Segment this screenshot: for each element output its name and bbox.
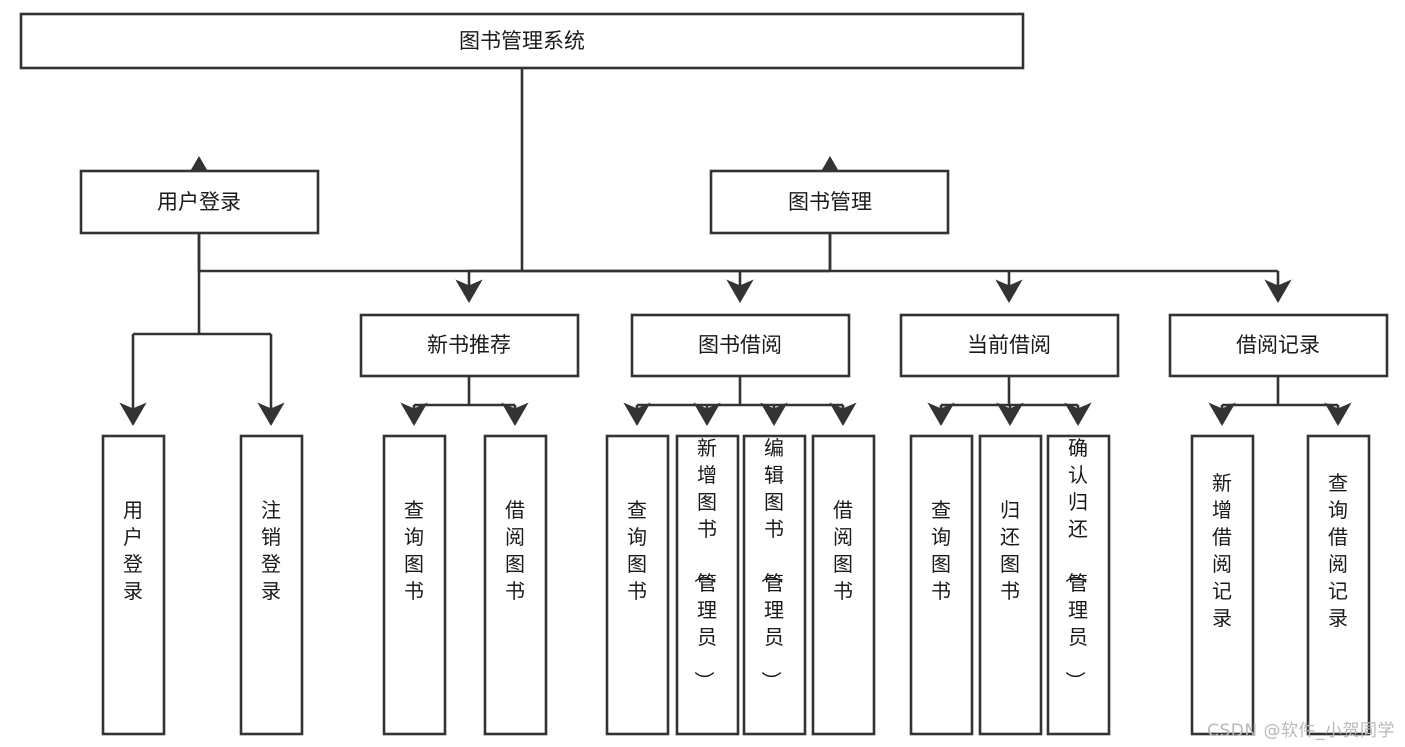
- node-leaf-query-record-box[interactable]: [1306, 434, 1371, 736]
- node-leaf-add-record[interactable]: 新增借阅记录: [1190, 434, 1255, 736]
- node-book-borrow-box[interactable]: [630, 313, 851, 378]
- watermark-text: CSDN @软件_小贺同学: [1207, 721, 1395, 741]
- node-new-book-rec[interactable]: 新书推荐: [359, 313, 580, 378]
- node-leaf-return-book[interactable]: 归还图书: [978, 434, 1043, 736]
- node-leaf-add-record-box[interactable]: [1190, 434, 1255, 736]
- node-leaf-borrow-book-1-label: 借阅图书: [505, 498, 525, 603]
- node-leaf-logout-label: 注销登录: [261, 498, 281, 603]
- node-leaf-borrow-book-2[interactable]: 借阅图书: [811, 434, 876, 736]
- node-borrow-record[interactable]: 借阅记录: [1168, 313, 1389, 378]
- node-borrow-record-box[interactable]: [1168, 313, 1389, 378]
- node-borrow-record-label: 借阅记录: [1236, 333, 1320, 357]
- node-user-login-box[interactable]: [79, 169, 320, 235]
- node-leaf-confirm-return[interactable]: 确认归还（管理员）: [1046, 434, 1111, 736]
- node-leaf-query-book-3-label: 查询图书: [931, 498, 951, 603]
- node-leaf-add-book-box[interactable]: [675, 434, 740, 736]
- node-new-book-rec-label: 新书推荐: [427, 333, 511, 357]
- node-leaf-borrow-book-1[interactable]: 借阅图书: [483, 434, 548, 736]
- node-leaf-return-book-box[interactable]: [978, 434, 1043, 736]
- node-leaf-query-book-3-box[interactable]: [909, 434, 974, 736]
- node-leaf-logout[interactable]: 注销登录: [239, 434, 304, 736]
- node-leaf-logout-box[interactable]: [239, 434, 304, 736]
- node-user-login-label: 用户登录: [157, 190, 241, 214]
- node-leaf-add-book-label: 新增图书（管理员）: [692, 436, 717, 691]
- node-book-borrow-label: 图书借阅: [698, 333, 782, 357]
- node-root[interactable]: 图书管理系统: [19, 12, 1025, 70]
- node-current-borrow-label: 当前借阅: [967, 333, 1051, 357]
- node-book-manage-box[interactable]: [709, 169, 950, 235]
- node-leaf-confirm-return-box[interactable]: [1046, 434, 1111, 736]
- node-leaf-query-record-label: 查询借阅记录: [1328, 471, 1348, 630]
- node-leaf-edit-book-label: 编辑图书（管理员）: [759, 436, 784, 691]
- node-leaf-user-login-label: 用户登录: [123, 498, 143, 603]
- node-leaf-borrow-book-2-label: 借阅图书: [833, 498, 853, 603]
- node-leaf-edit-book[interactable]: 编辑图书（管理员）: [742, 434, 807, 736]
- node-leaf-query-book-3[interactable]: 查询图书: [909, 434, 974, 736]
- node-current-borrow[interactable]: 当前借阅: [899, 313, 1120, 378]
- node-leaf-query-book-2[interactable]: 查询图书: [605, 434, 670, 736]
- node-leaf-query-book-1[interactable]: 查询图书: [382, 434, 447, 736]
- node-book-borrow[interactable]: 图书借阅: [630, 313, 851, 378]
- node-leaf-borrow-book-1-box[interactable]: [483, 434, 548, 736]
- node-leaf-add-record-label: 新增借阅记录: [1212, 471, 1232, 630]
- node-leaf-edit-book-box[interactable]: [742, 434, 807, 736]
- node-leaf-user-login-box[interactable]: [101, 434, 166, 736]
- node-leaf-query-record[interactable]: 查询借阅记录: [1306, 434, 1371, 736]
- connector-layer: [119, 68, 1352, 426]
- node-leaf-query-book-1-box[interactable]: [382, 434, 447, 736]
- node-leaf-borrow-book-2-box[interactable]: [811, 434, 876, 736]
- node-leaf-add-book[interactable]: 新增图书（管理员）: [675, 434, 740, 736]
- node-book-manage[interactable]: 图书管理: [709, 169, 950, 235]
- node-user-login[interactable]: 用户登录: [79, 169, 320, 235]
- node-root-box[interactable]: [19, 12, 1025, 70]
- node-leaf-confirm-return-label: 确认归还（管理员）: [1063, 436, 1088, 691]
- node-leaf-query-book-2-box[interactable]: [605, 434, 670, 736]
- node-book-manage-label: 图书管理: [788, 190, 872, 214]
- node-leaf-return-book-label: 归还图书: [1000, 498, 1020, 603]
- node-new-book-rec-box[interactable]: [359, 313, 580, 378]
- node-root-label: 图书管理系统: [459, 29, 585, 53]
- node-leaf-query-book-1-label: 查询图书: [404, 498, 424, 603]
- node-current-borrow-box[interactable]: [899, 313, 1120, 378]
- node-leaf-user-login[interactable]: 用户登录: [101, 434, 166, 736]
- node-leaf-query-book-2-label: 查询图书: [627, 498, 647, 603]
